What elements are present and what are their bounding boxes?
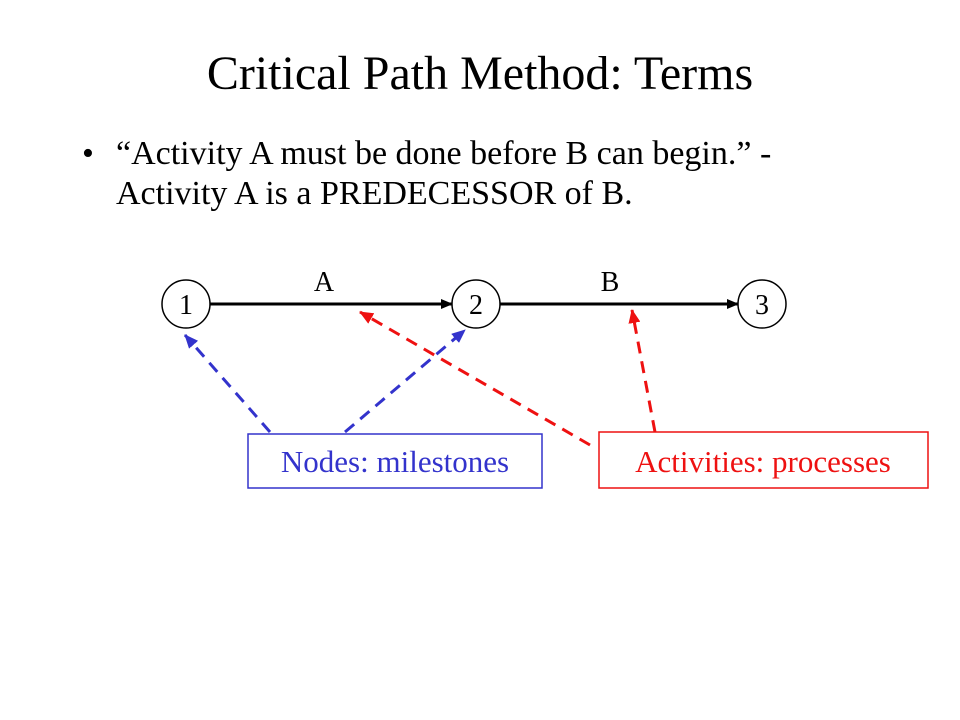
node-label-1: 1 bbox=[179, 290, 193, 321]
nodes-callout-label: Nodes: milestones bbox=[281, 444, 509, 479]
activity-label-b: B bbox=[601, 267, 620, 298]
nodes-callout-box: Nodes: milestones bbox=[247, 433, 543, 489]
node-2: 2 bbox=[451, 279, 501, 329]
node-label-2: 2 bbox=[469, 290, 483, 321]
node-label-3: 3 bbox=[755, 290, 769, 321]
node-1: 1 bbox=[161, 279, 211, 329]
nodes-callout-arrow-2 bbox=[344, 328, 466, 434]
activities-callout-label: Activities: processes bbox=[635, 444, 891, 479]
bullet-text: “Activity A must be done before B can be… bbox=[116, 135, 772, 212]
activities-callout-arrow-b bbox=[628, 309, 657, 433]
activities-callout-arrow-a bbox=[359, 310, 591, 447]
node-3: 3 bbox=[737, 279, 787, 329]
nodes-callout-arrow-1 bbox=[183, 334, 272, 433]
bullet-dot: • bbox=[82, 135, 94, 172]
activities-callout-box: Activities: processes bbox=[598, 431, 929, 489]
activity-label-a: A bbox=[314, 267, 335, 298]
slide-title: Critical Path Method: Terms bbox=[206, 47, 754, 100]
